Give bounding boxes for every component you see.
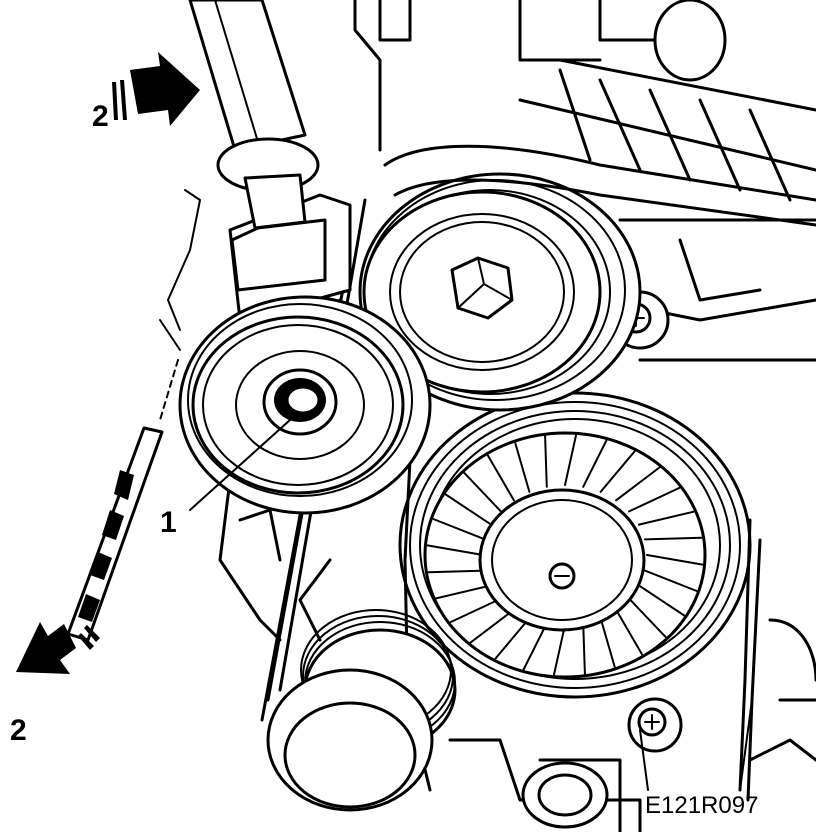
fan-rib — [628, 486, 681, 513]
fan-rib — [599, 617, 616, 668]
fan-rib — [643, 569, 698, 592]
fan-rib — [435, 584, 493, 600]
code-leader-right — [739, 699, 753, 791]
fan-rib — [444, 493, 493, 526]
fan-rib — [582, 439, 608, 488]
block-boss-bottom — [521, 761, 609, 829]
fan-rib — [514, 442, 531, 493]
fan-rib — [463, 471, 502, 513]
arrow-icon-bottom — [16, 622, 100, 674]
fan-rib — [564, 434, 577, 486]
fan-rib — [426, 544, 484, 556]
fan-rib — [637, 510, 695, 526]
code-leader-left — [639, 729, 649, 791]
callout-label-2-top: 2 — [92, 100, 109, 133]
fan-rib — [628, 597, 667, 639]
callout-leader-1 — [189, 419, 291, 511]
arrow-icon-top — [112, 52, 200, 126]
drawing-code: E121R097 — [645, 792, 758, 819]
fan-rib — [432, 518, 487, 541]
fan-rib — [544, 435, 548, 488]
fan-rib — [494, 617, 531, 660]
fan-rib — [469, 608, 515, 644]
fan-rib — [486, 454, 515, 502]
pulley-fan-ribs — [426, 434, 704, 676]
callout-label-2-bottom: 2 — [10, 714, 27, 747]
callout-label-1: 1 — [160, 506, 177, 539]
upper-idler-pulley — [358, 172, 642, 412]
engine-block — [218, 0, 816, 832]
fan-rib — [522, 622, 548, 671]
fan-rib — [553, 624, 566, 676]
fan-rib — [643, 536, 703, 541]
wrench-handle-icon — [159, 0, 327, 351]
fan-rib — [427, 569, 487, 574]
block-bolt-lower — [627, 697, 683, 753]
fan-rib — [449, 597, 502, 624]
lower-pulley — [266, 609, 457, 812]
drill-bit-icon — [66, 359, 179, 642]
fan-rib — [599, 450, 636, 493]
fan-rib — [582, 622, 586, 675]
large-pulley — [398, 391, 752, 699]
fan-rib — [615, 608, 644, 656]
fan-rib — [646, 554, 704, 566]
fan-rib — [615, 466, 661, 502]
fan-rib — [637, 584, 686, 617]
